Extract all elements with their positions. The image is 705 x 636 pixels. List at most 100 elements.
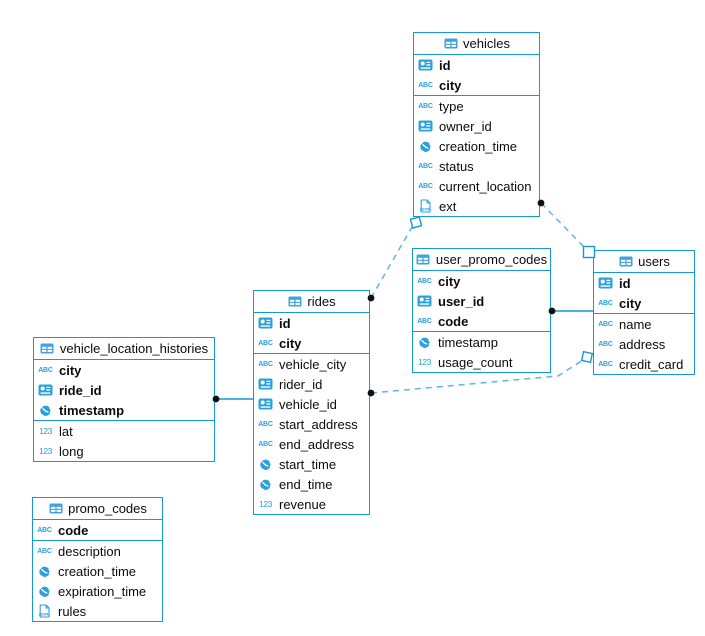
- table-name: vehicles: [463, 36, 510, 51]
- field-name: end_address: [279, 436, 355, 452]
- table-grid-icon: [48, 503, 63, 514]
- id-badge-icon: [417, 120, 434, 132]
- field-name: code: [438, 313, 469, 329]
- table-header[interactable]: vehicles: [414, 33, 539, 55]
- field-name: code: [58, 522, 89, 538]
- field-row-id[interactable]: id: [594, 273, 694, 293]
- relationship-user_promo_codes-users[interactable]: [548, 307, 593, 315]
- clock-icon: [36, 585, 53, 598]
- field-row-timestamp[interactable]: timestamp: [34, 400, 214, 420]
- field-name: id: [619, 275, 631, 291]
- 123-number-icon: 123: [418, 357, 431, 367]
- field-row-end_time[interactable]: end_time: [254, 474, 369, 494]
- field-row-expiration_time[interactable]: expiration_time: [33, 581, 162, 601]
- table-grid-icon: [287, 296, 302, 307]
- table-grid-icon: [40, 343, 55, 354]
- field-row-vehicle_id[interactable]: vehicle_id: [254, 394, 369, 414]
- field-name: id: [279, 315, 291, 331]
- table-grid-icon: [618, 256, 633, 267]
- abc-text-icon: ABC: [598, 320, 613, 328]
- field-name: timestamp: [438, 334, 498, 350]
- field-row-ext[interactable]: JSON ext: [414, 196, 539, 216]
- svg-text:JSON: JSON: [419, 206, 431, 211]
- field-row-timestamp[interactable]: timestamp: [413, 332, 550, 352]
- table-name: vehicle_location_histories: [59, 341, 209, 356]
- field-row-ride_id[interactable]: ride_id: [34, 380, 214, 400]
- 123-number-icon: 123: [39, 446, 52, 456]
- id-badge-icon: [257, 317, 274, 329]
- field-name: user_id: [438, 293, 485, 309]
- field-name: timestamp: [59, 402, 125, 418]
- table-header[interactable]: vehicle_location_histories: [34, 338, 214, 360]
- table-name: users: [638, 254, 670, 269]
- id-badge-icon: [257, 398, 274, 410]
- abc-text-icon: ABC: [598, 340, 613, 348]
- json-document-icon: JSON: [36, 604, 53, 618]
- field-name: ride_id: [59, 382, 102, 398]
- field-name: city: [619, 295, 642, 311]
- abc-text-icon: ABC: [258, 420, 273, 428]
- field-row-id[interactable]: id: [254, 313, 369, 333]
- field-row-rider_id[interactable]: rider_id: [254, 374, 369, 394]
- clock-icon: [417, 140, 434, 153]
- table-header[interactable]: promo_codes: [33, 498, 162, 520]
- field-row-owner_id[interactable]: owner_id: [414, 116, 539, 136]
- svg-text:JSON: JSON: [38, 611, 50, 616]
- table-header[interactable]: user_promo_codes: [413, 249, 550, 271]
- table-header[interactable]: rides: [254, 291, 369, 313]
- field-row-id[interactable]: id: [414, 55, 539, 75]
- field-row-creation_time[interactable]: creation_time: [414, 136, 539, 156]
- relationship-vehicle_location_histories-rides[interactable]: [212, 395, 253, 403]
- field-row-start_time[interactable]: start_time: [254, 454, 369, 474]
- field-name: current_location: [439, 178, 532, 194]
- 123-number-icon: 123: [259, 499, 272, 509]
- abc-text-icon: ABC: [598, 360, 613, 368]
- field-name: status: [439, 158, 474, 174]
- field-row-creation_time[interactable]: creation_time: [33, 561, 162, 581]
- field-row-start_address[interactable]: ABC start_address: [254, 414, 369, 434]
- field-name: city: [438, 273, 461, 289]
- field-row-user_id[interactable]: user_id: [413, 291, 550, 311]
- field-name: start_address: [279, 416, 358, 432]
- abc-text-icon: ABC: [258, 360, 273, 368]
- field-name: end_time: [279, 476, 333, 492]
- table-header[interactable]: users: [594, 251, 694, 273]
- field-name: city: [279, 335, 302, 351]
- field-name: ext: [439, 198, 457, 214]
